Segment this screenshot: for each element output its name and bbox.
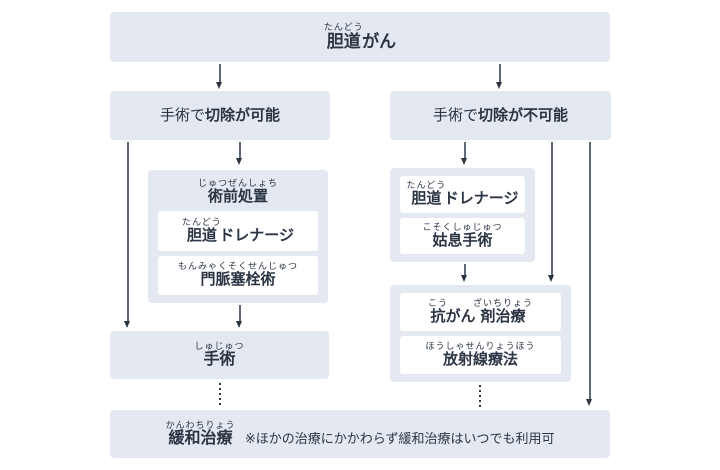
node-radiotherapy: 放射線療法ほうしゃせんりょうほう <box>400 336 561 374</box>
node-palliative-surgery-label: 姑息手術こそくしゅじゅつ <box>422 221 503 249</box>
node-portal-embolization-label: 門脈塞栓術もんみゃくそくせんじゅつ <box>177 261 298 289</box>
arrow-resectable-surgery-head <box>124 321 130 328</box>
node-biliary-drainage-right-label: 胆道たんどうドレナージ <box>406 180 519 208</box>
node-biliary-drainage-left-label: 胆道たんどうドレナージ <box>181 216 294 244</box>
arrow-unresectable-group2-head <box>548 275 554 282</box>
arrow-unresectable-group1-head <box>461 158 467 165</box>
node-palliative-surgery: 姑息手術こそくしゅじゅつ <box>400 217 525 254</box>
node-unresectable-prefix: 手術で <box>432 106 478 124</box>
node-biliary-drainage-left: 胆道たんどうドレナージ <box>158 211 318 251</box>
arrow-unresectable-palliative-line <box>589 142 591 399</box>
node-resectable: 手術で切除が可能 <box>110 91 330 140</box>
node-palliative-care-label: 緩和治療かんわちりょう ※ほかの治療にかかわらず緩和治療はいつでも利用可 <box>166 420 555 448</box>
arrow-resectable-preop-line <box>239 142 241 158</box>
node-biliary-cancer-label: 胆道たんどうがん <box>323 21 397 51</box>
arrow-root-resectable-line <box>219 64 221 82</box>
arrow-group1-group2-head <box>461 275 467 282</box>
node-surgery-label: 手術しゅじゅつ <box>194 340 245 368</box>
node-chemotherapy: 抗こうがん剤治療ざいちりょう <box>400 293 561 331</box>
arrow-root-unresectable-head <box>496 82 502 89</box>
node-unresectable: 手術で切除が不可能 <box>390 91 611 140</box>
arrow-resectable-preop-head <box>236 158 242 165</box>
node-resectable-label: 手術で切除が可能 <box>160 107 280 125</box>
arrow-group1-group2-line <box>464 264 466 275</box>
node-radiotherapy-label: 放射線療法ほうしゃせんりょうほう <box>425 341 536 368</box>
group-preoperative-header: 術前処置じゅつぜんしょち <box>158 178 318 206</box>
group-preoperative-title: 術前処置じゅつぜんしょち <box>197 178 278 205</box>
node-resectable-prefix: 手術で <box>159 106 205 124</box>
arrow-preop-surgery-head <box>236 321 242 328</box>
arrow-unresectable-group2-line <box>551 142 553 275</box>
arrow-preop-surgery-line <box>239 305 241 321</box>
arrow-unresectable-group1-line <box>464 142 466 158</box>
node-biliary-cancer: 胆道たんどうがん <box>110 12 610 62</box>
arrow-root-unresectable-line <box>499 64 501 82</box>
node-palliative-care: 緩和治療かんわちりょう ※ほかの治療にかかわらず緩和治療はいつでも利用可 <box>110 410 610 458</box>
dotted-group2-palliative-line <box>479 385 481 407</box>
palliative-care-title: 緩和治療かんわちりょう <box>165 420 236 447</box>
group-unresectable-initial: 胆道たんどうドレナージ 姑息手術こそくしゅじゅつ <box>390 168 535 262</box>
arrow-unresectable-palliative-head <box>586 399 592 406</box>
group-nonsurgical-treatment: 抗こうがん剤治療ざいちりょう 放射線療法ほうしゃせんりょうほう <box>390 285 571 382</box>
node-unresectable-label: 手術で切除が不可能 <box>433 107 568 125</box>
dotted-surgery-palliative-line <box>219 383 221 407</box>
group-preoperative: 術前処置じゅつぜんしょち 胆道たんどうドレナージ 門脈塞栓術もんみゃくそくせんじ… <box>148 170 328 303</box>
node-portal-embolization: 門脈塞栓術もんみゃくそくせんじゅつ <box>158 255 318 295</box>
node-surgery: 手術しゅじゅつ <box>110 331 329 379</box>
palliative-care-note: ※ほかの治療にかかわらず緩和治療はいつでも利用可 <box>244 431 555 446</box>
arrow-root-resectable-head <box>216 82 222 89</box>
arrow-resectable-surgery-line <box>127 142 129 321</box>
node-chemotherapy-label: 抗こうがん剤治療ざいちりょう <box>427 298 534 325</box>
node-unresectable-emphasis: 切除が不可能 <box>478 106 569 124</box>
node-biliary-drainage-right: 胆道たんどうドレナージ <box>400 176 525 213</box>
node-resectable-emphasis: 切除が可能 <box>205 106 281 124</box>
